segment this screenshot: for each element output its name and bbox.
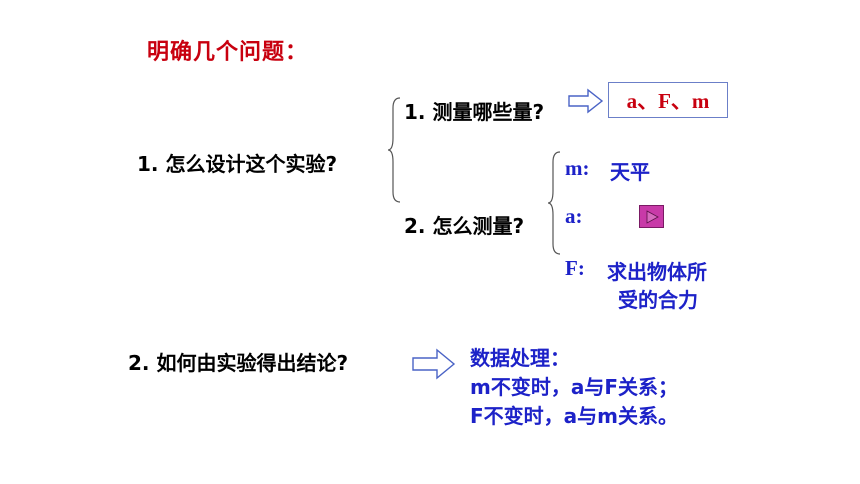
conclusion-line-2: m不变时，a与F关系； — [470, 375, 678, 399]
measure-a-key: a: — [565, 204, 583, 228]
measure-m-value: 天平 — [610, 160, 650, 184]
sub-question-1-label: 1. 测量哪些量? — [404, 100, 545, 124]
play-button[interactable] — [639, 205, 664, 228]
conclusion-line-3: F不变时，a与m关系。 — [470, 404, 678, 428]
arrow-right-icon — [568, 88, 604, 114]
sub-question-2-label: 2. 怎么测量? — [404, 214, 525, 238]
answer-text: a、F、m — [626, 89, 710, 113]
measure-F-key: F: — [565, 256, 585, 280]
play-icon — [646, 209, 659, 224]
measure-F-value-line2: 受的合力 — [618, 288, 698, 312]
page-title: 明确几个问题： — [147, 40, 309, 65]
question-2-label: 2. 如何由实验得出结论? — [128, 351, 349, 375]
arrow-right-icon — [412, 348, 456, 380]
answer-box-measured-quantities: a、F、m — [608, 82, 728, 118]
conclusion-line-1: 数据处理： — [470, 346, 570, 370]
brace-how-to-measure — [547, 151, 561, 255]
question-1-label: 1. 怎么设计这个实验? — [137, 152, 338, 176]
measure-m-key: m: — [565, 156, 590, 180]
measure-F-value-line1: 求出物体所 — [607, 260, 707, 284]
brace-question-1 — [387, 97, 401, 203]
